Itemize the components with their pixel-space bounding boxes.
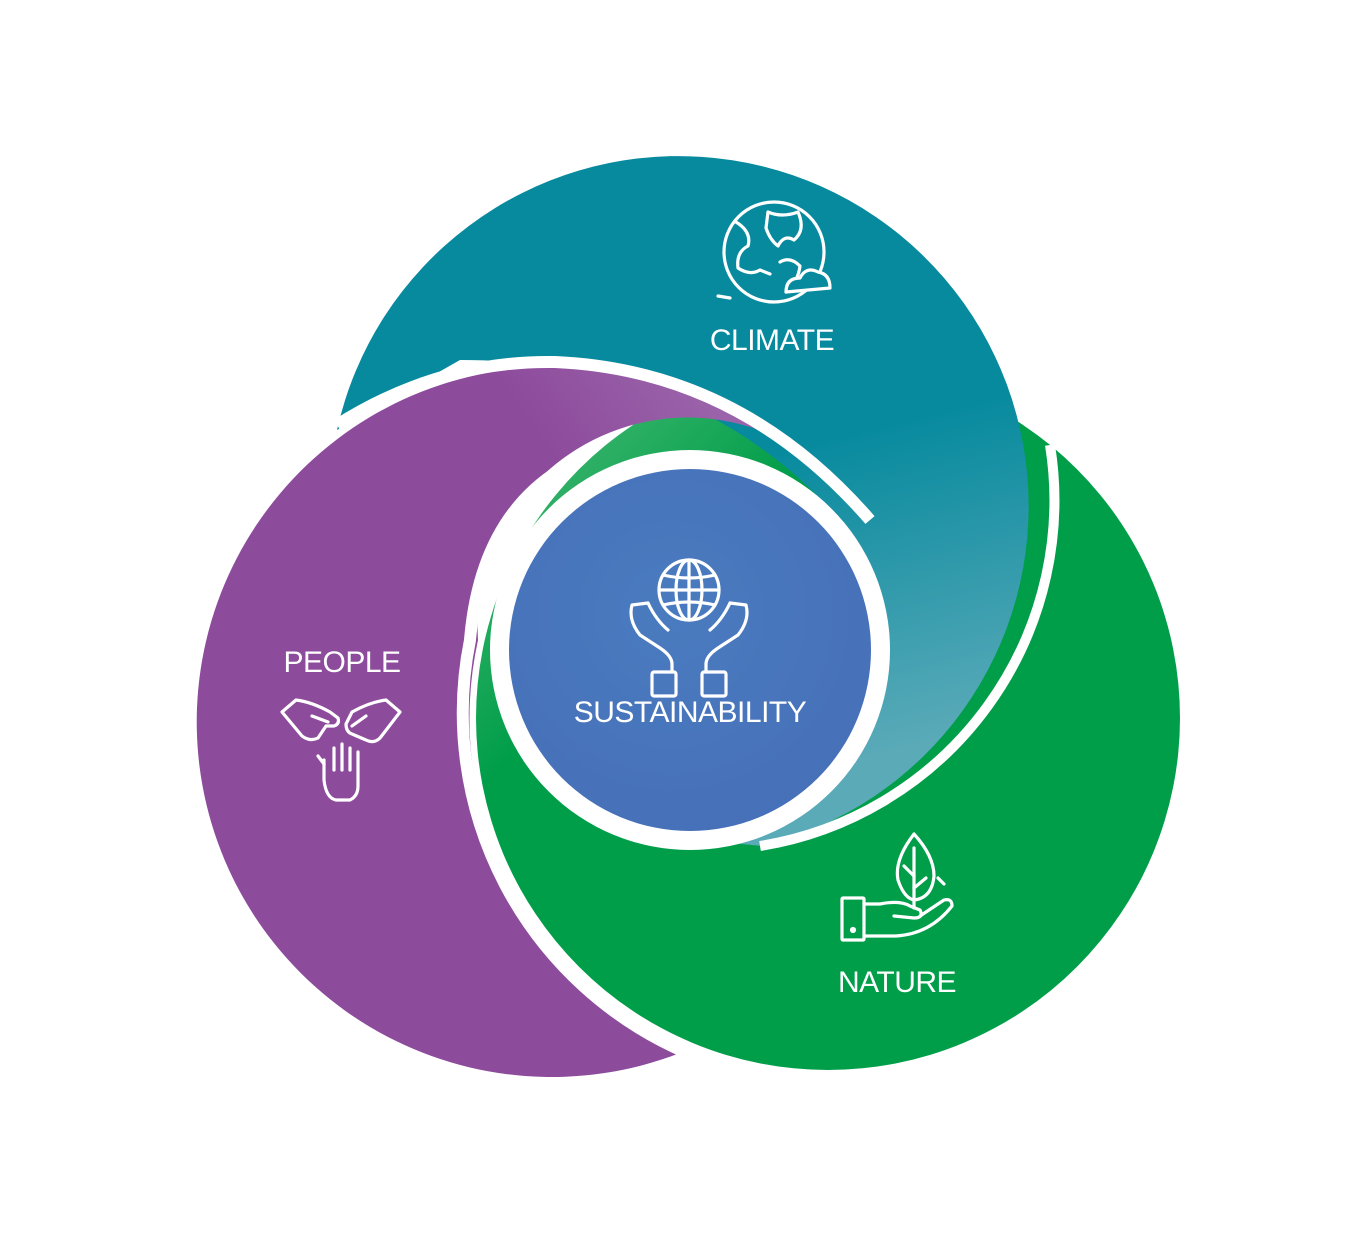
separator-people-top [333, 355, 875, 524]
climate-label: CLIMATE [710, 324, 834, 357]
segment-climate [337, 156, 1029, 846]
leaf-in-hand-icon [840, 832, 954, 942]
people-label: PEOPLE [283, 646, 400, 679]
center-sustainability: SUSTAINABILITY [490, 450, 890, 850]
people-circle [196, 366, 868, 1077]
segment-people [196, 366, 868, 1077]
three-hands-icon [280, 698, 402, 802]
center-label: SUSTAINABILITY [574, 696, 807, 729]
climate-circle [337, 156, 1029, 846]
earth-cloud-icon [716, 200, 832, 304]
center-circle [509, 469, 871, 831]
globe-in-hands-icon [629, 558, 749, 698]
separator-people-nature [456, 464, 688, 1058]
separator-climate-nature [759, 444, 1060, 851]
nature-label: NATURE [838, 966, 956, 999]
